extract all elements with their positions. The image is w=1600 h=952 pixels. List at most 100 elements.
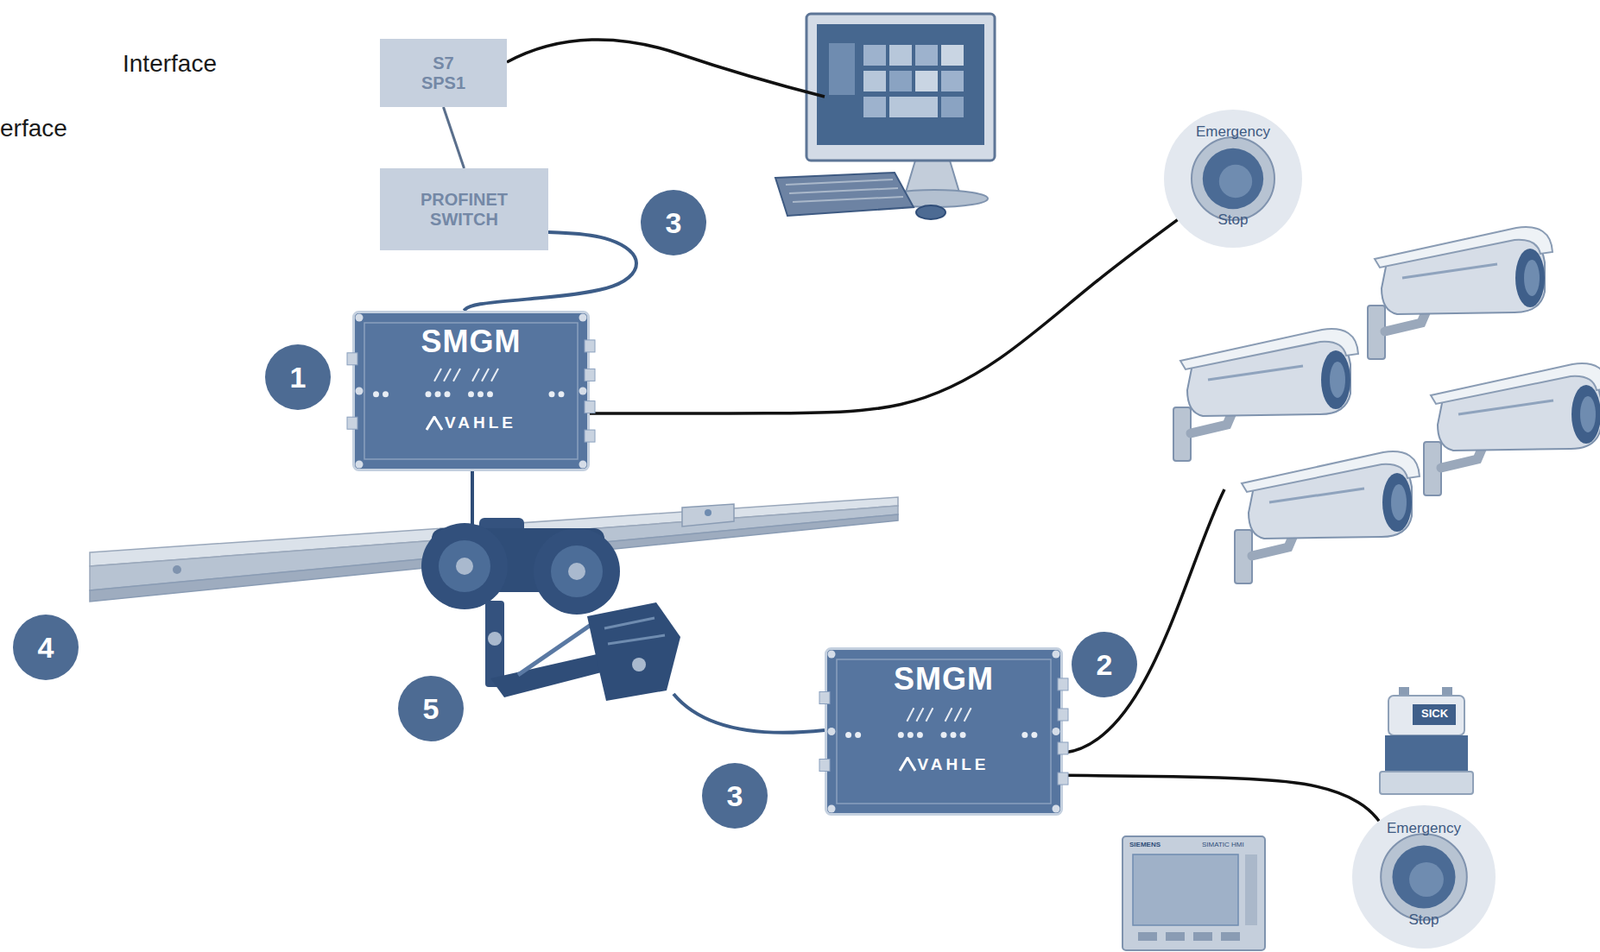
network-cable xyxy=(506,39,825,97)
wheel-hub xyxy=(568,562,586,581)
signal-mark xyxy=(964,708,972,722)
laser-scanner xyxy=(1379,687,1474,795)
smgm-module: SMGMVAHLE xyxy=(352,310,590,472)
button-ring xyxy=(1191,137,1275,221)
callout-number: 2 xyxy=(1071,632,1138,698)
signal-mark xyxy=(481,368,489,382)
hmi-side xyxy=(1245,854,1258,926)
status-led xyxy=(941,732,948,739)
device-name: SMGM xyxy=(421,323,522,361)
smgm-module: SMGM VAHLE xyxy=(824,647,1063,816)
keyboard xyxy=(775,172,914,216)
hmi-screen xyxy=(1132,854,1239,926)
module-screw xyxy=(828,651,836,659)
module-connector xyxy=(584,401,595,414)
signal-mark xyxy=(916,708,924,722)
status-led xyxy=(854,732,861,739)
collector-bolt xyxy=(632,657,646,672)
signal-mark xyxy=(443,368,451,382)
button-text: Stop xyxy=(1409,911,1440,930)
logo-mark xyxy=(899,758,916,772)
module-body xyxy=(354,312,589,471)
status-led xyxy=(960,732,967,739)
status-led xyxy=(907,732,914,739)
status-led xyxy=(845,732,852,739)
hmi-frame xyxy=(1122,836,1265,951)
text-slot: VAHLE xyxy=(824,755,1063,775)
collector-detail xyxy=(604,618,665,645)
scanner-base xyxy=(1379,771,1474,795)
status-led xyxy=(373,391,380,398)
module-screw xyxy=(355,461,364,469)
monitor-screen xyxy=(816,24,985,146)
device-type: SIMATIC HMI xyxy=(1201,841,1245,849)
module-frame xyxy=(836,659,1051,804)
screen-tile xyxy=(828,43,855,95)
module-screw xyxy=(579,387,588,396)
status-led xyxy=(435,391,442,398)
brand-name: SIEMENS xyxy=(1129,841,1161,849)
brand-name: VAHLE xyxy=(917,755,990,775)
module-connector xyxy=(1057,772,1069,785)
hmi-key xyxy=(1138,932,1158,942)
screen-tile xyxy=(889,44,912,66)
module-connector xyxy=(347,353,358,366)
module-connector xyxy=(584,368,595,381)
status-led xyxy=(950,732,957,739)
switch-box: PROFINET SWITCH xyxy=(379,168,549,251)
rail-bolt xyxy=(704,509,712,517)
status-led xyxy=(916,732,924,739)
button-highlight xyxy=(1409,862,1444,898)
button-cap xyxy=(1391,845,1455,909)
trolley-wheel xyxy=(421,523,508,610)
button-text: Emergency xyxy=(1386,820,1461,838)
module-frame xyxy=(364,322,578,460)
callout-number: 5 xyxy=(398,676,464,742)
signal-mark xyxy=(945,708,953,722)
status-led xyxy=(477,391,484,398)
screen-tile xyxy=(863,96,886,118)
status-led xyxy=(382,391,389,398)
scanner-window xyxy=(1384,735,1468,774)
rail-bolt xyxy=(172,565,182,575)
module-connector xyxy=(819,759,830,772)
module-screw xyxy=(579,461,588,469)
screen-tile xyxy=(889,96,938,118)
text-slot: Emergency xyxy=(1163,123,1303,141)
status-led xyxy=(558,391,565,398)
text-slot: Stop xyxy=(1352,911,1496,930)
collector-post xyxy=(485,600,505,688)
computer-monitor xyxy=(775,13,995,220)
section-label: erface xyxy=(0,114,68,143)
plc-box: S7 SPS1 xyxy=(379,38,507,108)
button-cap xyxy=(1202,148,1264,209)
screen-tile xyxy=(889,70,912,92)
module-connector xyxy=(347,417,358,430)
status-led xyxy=(1021,732,1028,739)
cable-connector xyxy=(1062,775,1379,822)
trolley-wheel xyxy=(533,528,620,615)
rail-joint xyxy=(682,504,734,527)
brand-name: SICK xyxy=(1421,707,1449,721)
callout-number: 3 xyxy=(701,763,768,829)
brand-logo xyxy=(898,757,917,772)
module-screw xyxy=(1052,651,1061,659)
keyboard-keys xyxy=(785,179,904,203)
camera-cable xyxy=(1064,489,1225,753)
callout-number: 3 xyxy=(640,189,707,256)
screen-tile xyxy=(941,70,964,92)
wheel-rim xyxy=(550,545,603,598)
collector-cable xyxy=(673,694,825,734)
text-slot: PROFINET SWITCH xyxy=(412,189,517,230)
callout-number: 4 xyxy=(12,614,79,681)
signal-mark xyxy=(954,708,962,722)
emergency-stop: EmergencyStop xyxy=(1163,109,1303,248)
text-slot: SMGM xyxy=(824,661,1063,698)
module-connector xyxy=(819,692,830,705)
scanner-cap xyxy=(1388,695,1465,736)
module-body xyxy=(826,649,1063,816)
